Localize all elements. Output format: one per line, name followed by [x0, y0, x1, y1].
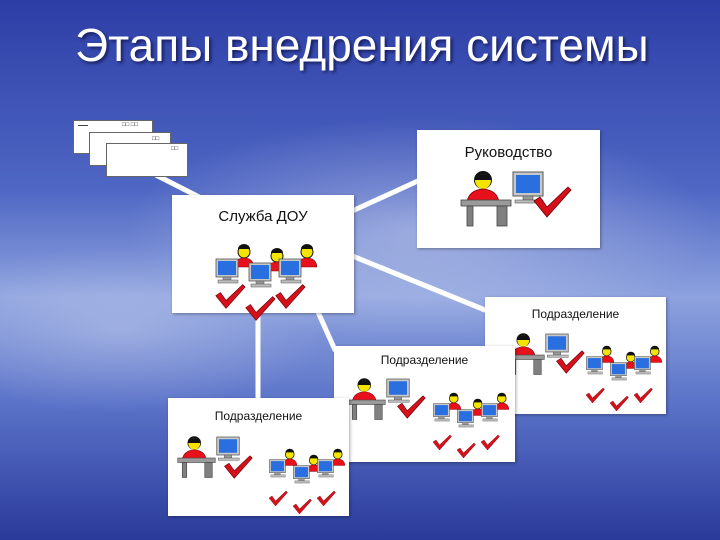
division-right-label: Подразделение: [531, 307, 620, 321]
user-workstation-icon: [459, 168, 549, 233]
user-workstation-icon: [432, 392, 462, 429]
slide-title: Этапы внедрения системы: [75, 19, 649, 71]
checkmark-icon: [223, 454, 253, 485]
user-workstation-icon: [456, 398, 486, 435]
checkmark-icon: [292, 498, 312, 520]
user-workstation-icon: [176, 434, 244, 484]
service-label: Служба ДОУ: [218, 208, 308, 225]
division-middle-label: Подразделение: [380, 353, 469, 367]
division-left-panel: Подразделение: [168, 398, 349, 516]
user-workstation-icon: [585, 345, 615, 382]
management-panel: Руководство: [417, 130, 600, 248]
service-panel: Служба ДОУ: [172, 195, 354, 321]
user-workstation-icon: [247, 247, 288, 296]
user-workstation-icon: [268, 448, 298, 485]
checkmark-icon: [555, 349, 585, 380]
checkmark-icon: [480, 434, 500, 456]
user-workstation-icon: [480, 392, 510, 429]
user-workstation-icon: [316, 448, 346, 485]
user-workstation-icon: [633, 345, 663, 382]
checkmark-icon: [585, 387, 605, 409]
division-right-panel: Подразделение: [485, 297, 666, 414]
checkmark-icon: [633, 387, 653, 409]
document-sheet: □□: [106, 143, 188, 177]
user-workstation-icon: [214, 243, 255, 292]
checkmark-icon: [456, 442, 476, 464]
user-workstation-icon: [277, 243, 318, 292]
checkmark-icon: [274, 283, 306, 315]
checkmark-icon: [432, 434, 452, 456]
checkmark-icon: [244, 295, 276, 327]
division-left-label: Подразделение: [214, 409, 303, 423]
checkmark-icon: [316, 490, 336, 512]
division-middle-panel: Подразделение: [334, 346, 515, 462]
checkmark-icon: [396, 394, 426, 425]
user-workstation-icon: [346, 376, 414, 426]
checkmark-icon: [268, 490, 288, 512]
user-workstation-icon: [292, 454, 322, 491]
checkmark-icon: [214, 283, 246, 315]
management-label: Руководство: [464, 144, 553, 161]
checkmark-icon: [532, 185, 572, 224]
checkmark-icon: [609, 395, 629, 417]
